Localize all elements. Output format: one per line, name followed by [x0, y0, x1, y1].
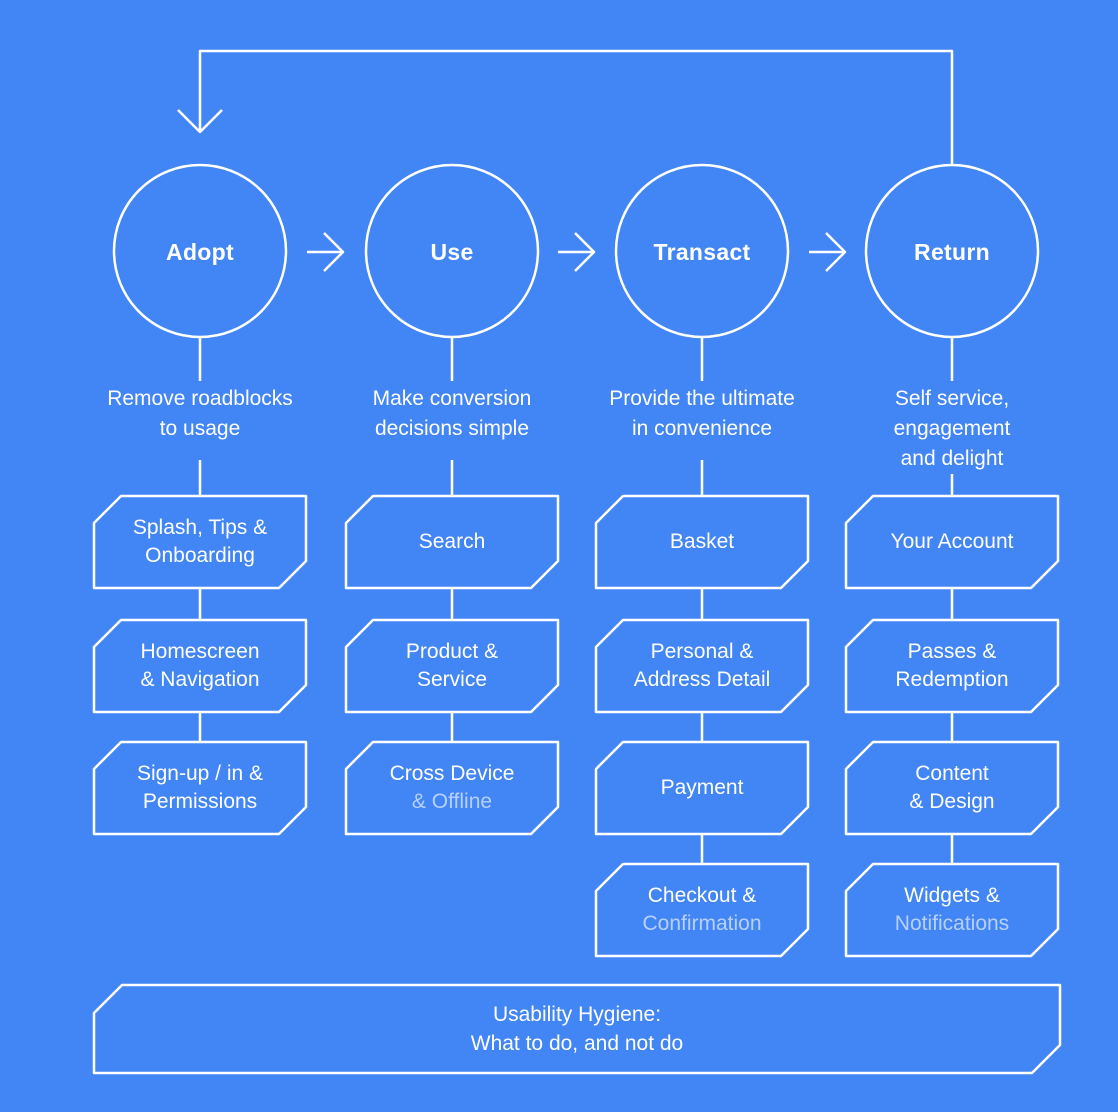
stage-description-line: Remove roadblocks: [107, 387, 293, 410]
stage-label-adopt: Adopt: [166, 239, 234, 265]
circle-adopt: [112, 163, 288, 339]
arrow-right-icon: [809, 232, 847, 272]
box-label-line: Splash, Tips &: [132, 516, 268, 539]
box-label-search: Search: [346, 496, 558, 588]
box-label-line: Sign-up / in &: [136, 762, 264, 785]
box-label-your-account: Your Account: [846, 496, 1058, 588]
box-label-line: Product &: [405, 640, 499, 663]
box-outline-widgets-notifications: [844, 862, 1060, 958]
box-label-line: Onboarding: [145, 544, 255, 567]
box-label-line: Personal &: [650, 640, 754, 663]
circle-use: [364, 163, 540, 339]
footer-line: What to do, and not do: [470, 1032, 684, 1055]
stage-description-adopt: Remove roadblocks to usage: [70, 384, 330, 444]
box-outline-payment: [594, 740, 810, 836]
box-label-line: Address Detail: [633, 668, 771, 691]
box-label-homescreen-navigation: Homescreen & Navigation: [94, 620, 306, 712]
box-outline-checkout-confirmation: [594, 862, 810, 958]
stage-description-line: Make conversion: [372, 387, 532, 410]
box-outline-search: [344, 494, 560, 590]
box-outline-passes-redemption: [844, 618, 1060, 714]
box-outline-splash-tips-onboarding: [92, 494, 308, 590]
box-label-line: Widgets &: [904, 884, 1000, 907]
box-label-checkout-confirmation: Checkout & Confirmation: [596, 864, 808, 956]
circle-return: [864, 163, 1040, 339]
box-label-cross-device-offline: Cross Device & Offline: [346, 742, 558, 834]
box-label-line: Service: [416, 668, 488, 691]
arrow-right-icon: [558, 232, 596, 272]
loop-line: [198, 49, 954, 166]
box-label-content-design: Content & Design: [846, 742, 1058, 834]
stage-description-line: to usage: [159, 417, 241, 440]
box-label-line: Permissions: [142, 790, 258, 813]
box-outline-signup-permissions: [92, 740, 308, 836]
box-label-line: Content: [915, 762, 989, 785]
box-label-line: & Navigation: [140, 668, 260, 691]
stage-label-return: Return: [914, 239, 990, 265]
stage-description-use: Make conversion decisions simple: [322, 384, 582, 444]
loop-arrowhead-icon: [177, 109, 223, 134]
stage-description-line: Self service,: [894, 387, 1010, 410]
box-label-line: Basket: [669, 530, 735, 553]
box-outline-cross-device-offline: [344, 740, 560, 836]
box-outline-personal-address-detail: [594, 618, 810, 714]
box-label-signup-permissions: Sign-up / in & Permissions: [94, 742, 306, 834]
box-label-line: & Design: [909, 790, 995, 813]
box-label-personal-address-detail: Personal & Address Detail: [596, 620, 808, 712]
box-outline-usability-hygiene: [92, 983, 1062, 1075]
circle-transact: [614, 163, 790, 339]
stage-description-line: engagement: [893, 417, 1011, 440]
box-label-product-service: Product & Service: [346, 620, 558, 712]
stage-description-line: in convenience: [631, 417, 773, 440]
box-label-passes-redemption: Passes & Redemption: [846, 620, 1058, 712]
box-label-line: Your Account: [890, 530, 1014, 553]
stage-description-line: Provide the ultimate: [609, 387, 795, 410]
box-label-line: Search: [418, 530, 486, 553]
stage-description-line: decisions simple: [374, 417, 530, 440]
box-label-line: Payment: [660, 776, 744, 799]
box-label-splash-tips-onboarding: Splash, Tips & Onboarding: [94, 496, 306, 588]
box-label-line: Confirmation: [642, 912, 762, 935]
box-outline-content-design: [844, 740, 1060, 836]
stage-description-return: Self service, engagement and delight: [822, 384, 1082, 474]
box-outline-product-service: [344, 618, 560, 714]
box-outline-basket: [594, 494, 810, 590]
box-label-line: Checkout &: [647, 884, 757, 907]
box-label-line: Notifications: [894, 912, 1010, 935]
box-label-payment: Payment: [596, 742, 808, 834]
box-outline-homescreen-navigation: [92, 618, 308, 714]
box-label-basket: Basket: [596, 496, 808, 588]
stage-description-line: and delight: [900, 447, 1004, 470]
box-label-widgets-notifications: Widgets & Notifications: [846, 864, 1058, 956]
box-outline-your-account: [844, 494, 1060, 590]
box-label-line: Cross Device: [389, 762, 515, 785]
box-label-line: Passes &: [907, 640, 997, 663]
box-label-line: Homescreen: [140, 640, 260, 663]
stage-description-transact: Provide the ultimate in convenience: [572, 384, 832, 444]
usability-hygiene-label: Usability Hygiene: What to do, and not d…: [94, 985, 1060, 1073]
footer-line: Usability Hygiene:: [492, 1003, 662, 1026]
stage-label-transact: Transact: [653, 239, 751, 265]
stage-label-use: Use: [430, 239, 474, 265]
arrow-right-icon: [307, 232, 345, 272]
box-label-line: & Offline: [411, 790, 493, 813]
box-label-line: Redemption: [895, 668, 1009, 691]
